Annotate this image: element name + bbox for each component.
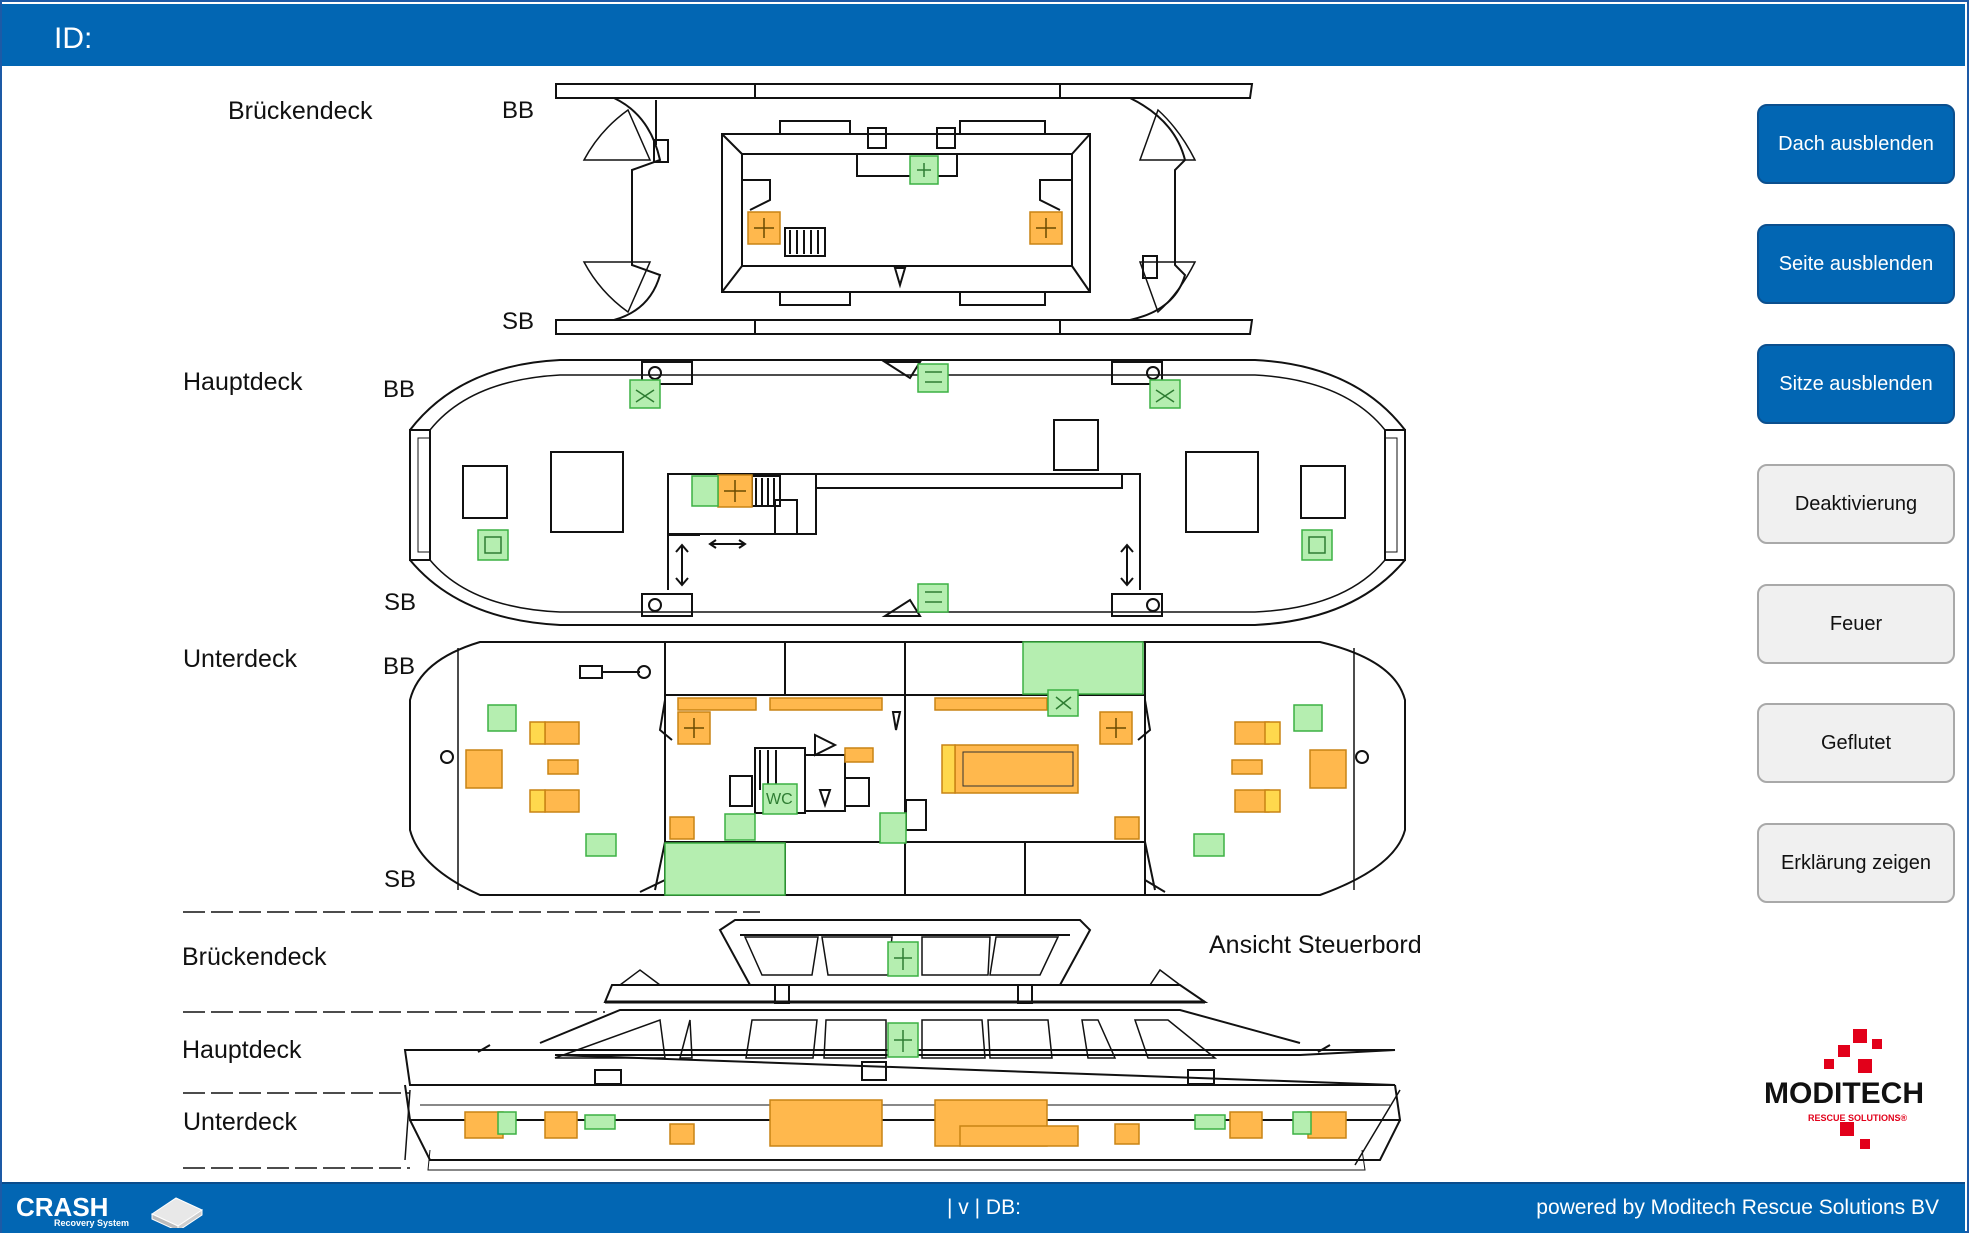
moditech-tagline: RESCUE SOLUTIONS®	[1808, 1113, 1908, 1123]
bridge-deck-plan	[555, 83, 1254, 335]
deck-separators	[183, 911, 760, 1169]
id-label: ID:	[54, 22, 93, 55]
bridge-port-label: BB	[502, 97, 535, 124]
show-legend-button[interactable]: Erklärung zeigen	[1757, 823, 1955, 903]
deactivation-button[interactable]: Deaktivierung	[1757, 464, 1955, 544]
crash-title: CRASH	[16, 1192, 108, 1222]
plan-main-deck-label: Hauptdeck	[183, 368, 303, 396]
version-db-label: | v | DB:	[947, 1196, 1021, 1219]
hide-side-button[interactable]: Seite ausblenden	[1757, 224, 1955, 304]
side-view-title: Ansicht Steuerbord	[1209, 931, 1422, 959]
plan-bridge-deck-label: Brückendeck	[228, 97, 373, 125]
side-view	[403, 919, 1402, 1171]
moditech-logo: MODITECH RESCUE SOLUTIONS®	[1760, 1025, 1960, 1155]
wc-marker-label: WC	[766, 791, 793, 808]
hide-seats-button[interactable]: Sitze ausblenden	[1757, 344, 1955, 424]
side-main-deck-label: Hauptdeck	[182, 1036, 302, 1064]
crash-subtitle: Recovery System	[54, 1218, 129, 1228]
bridge-starboard-label: SB	[502, 308, 535, 335]
crash-logo: CRASH Recovery System	[16, 1192, 204, 1228]
lower-deck-plan	[409, 641, 1406, 896]
plan-lower-deck-label: Unterdeck	[183, 645, 297, 673]
main-port-label: BB	[383, 376, 416, 403]
orange-markers	[464, 211, 1347, 1147]
green-markers	[477, 155, 1333, 1135]
moditech-name: MODITECH	[1764, 1077, 1924, 1110]
footer-bar: CRASH Recovery System | v | DB: powered …	[2, 1182, 1965, 1233]
fire-button[interactable]: Feuer	[1757, 584, 1955, 664]
flooded-button[interactable]: Geflutet	[1757, 703, 1955, 783]
side-lower-deck-label: Unterdeck	[183, 1108, 297, 1136]
marker-icons	[484, 163, 1326, 1052]
main-starboard-label: SB	[384, 589, 417, 616]
side-bridge-deck-label: Brückendeck	[182, 943, 327, 971]
hide-roof-button[interactable]: Dach ausblenden	[1757, 104, 1955, 184]
lower-port-label: BB	[383, 653, 416, 680]
main-deck-plan	[409, 359, 1406, 626]
header-bar: ID:	[2, 4, 1965, 66]
powered-by-label: powered by Moditech Rescue Solutions BV	[1536, 1196, 1939, 1219]
lower-starboard-label: SB	[384, 866, 417, 893]
